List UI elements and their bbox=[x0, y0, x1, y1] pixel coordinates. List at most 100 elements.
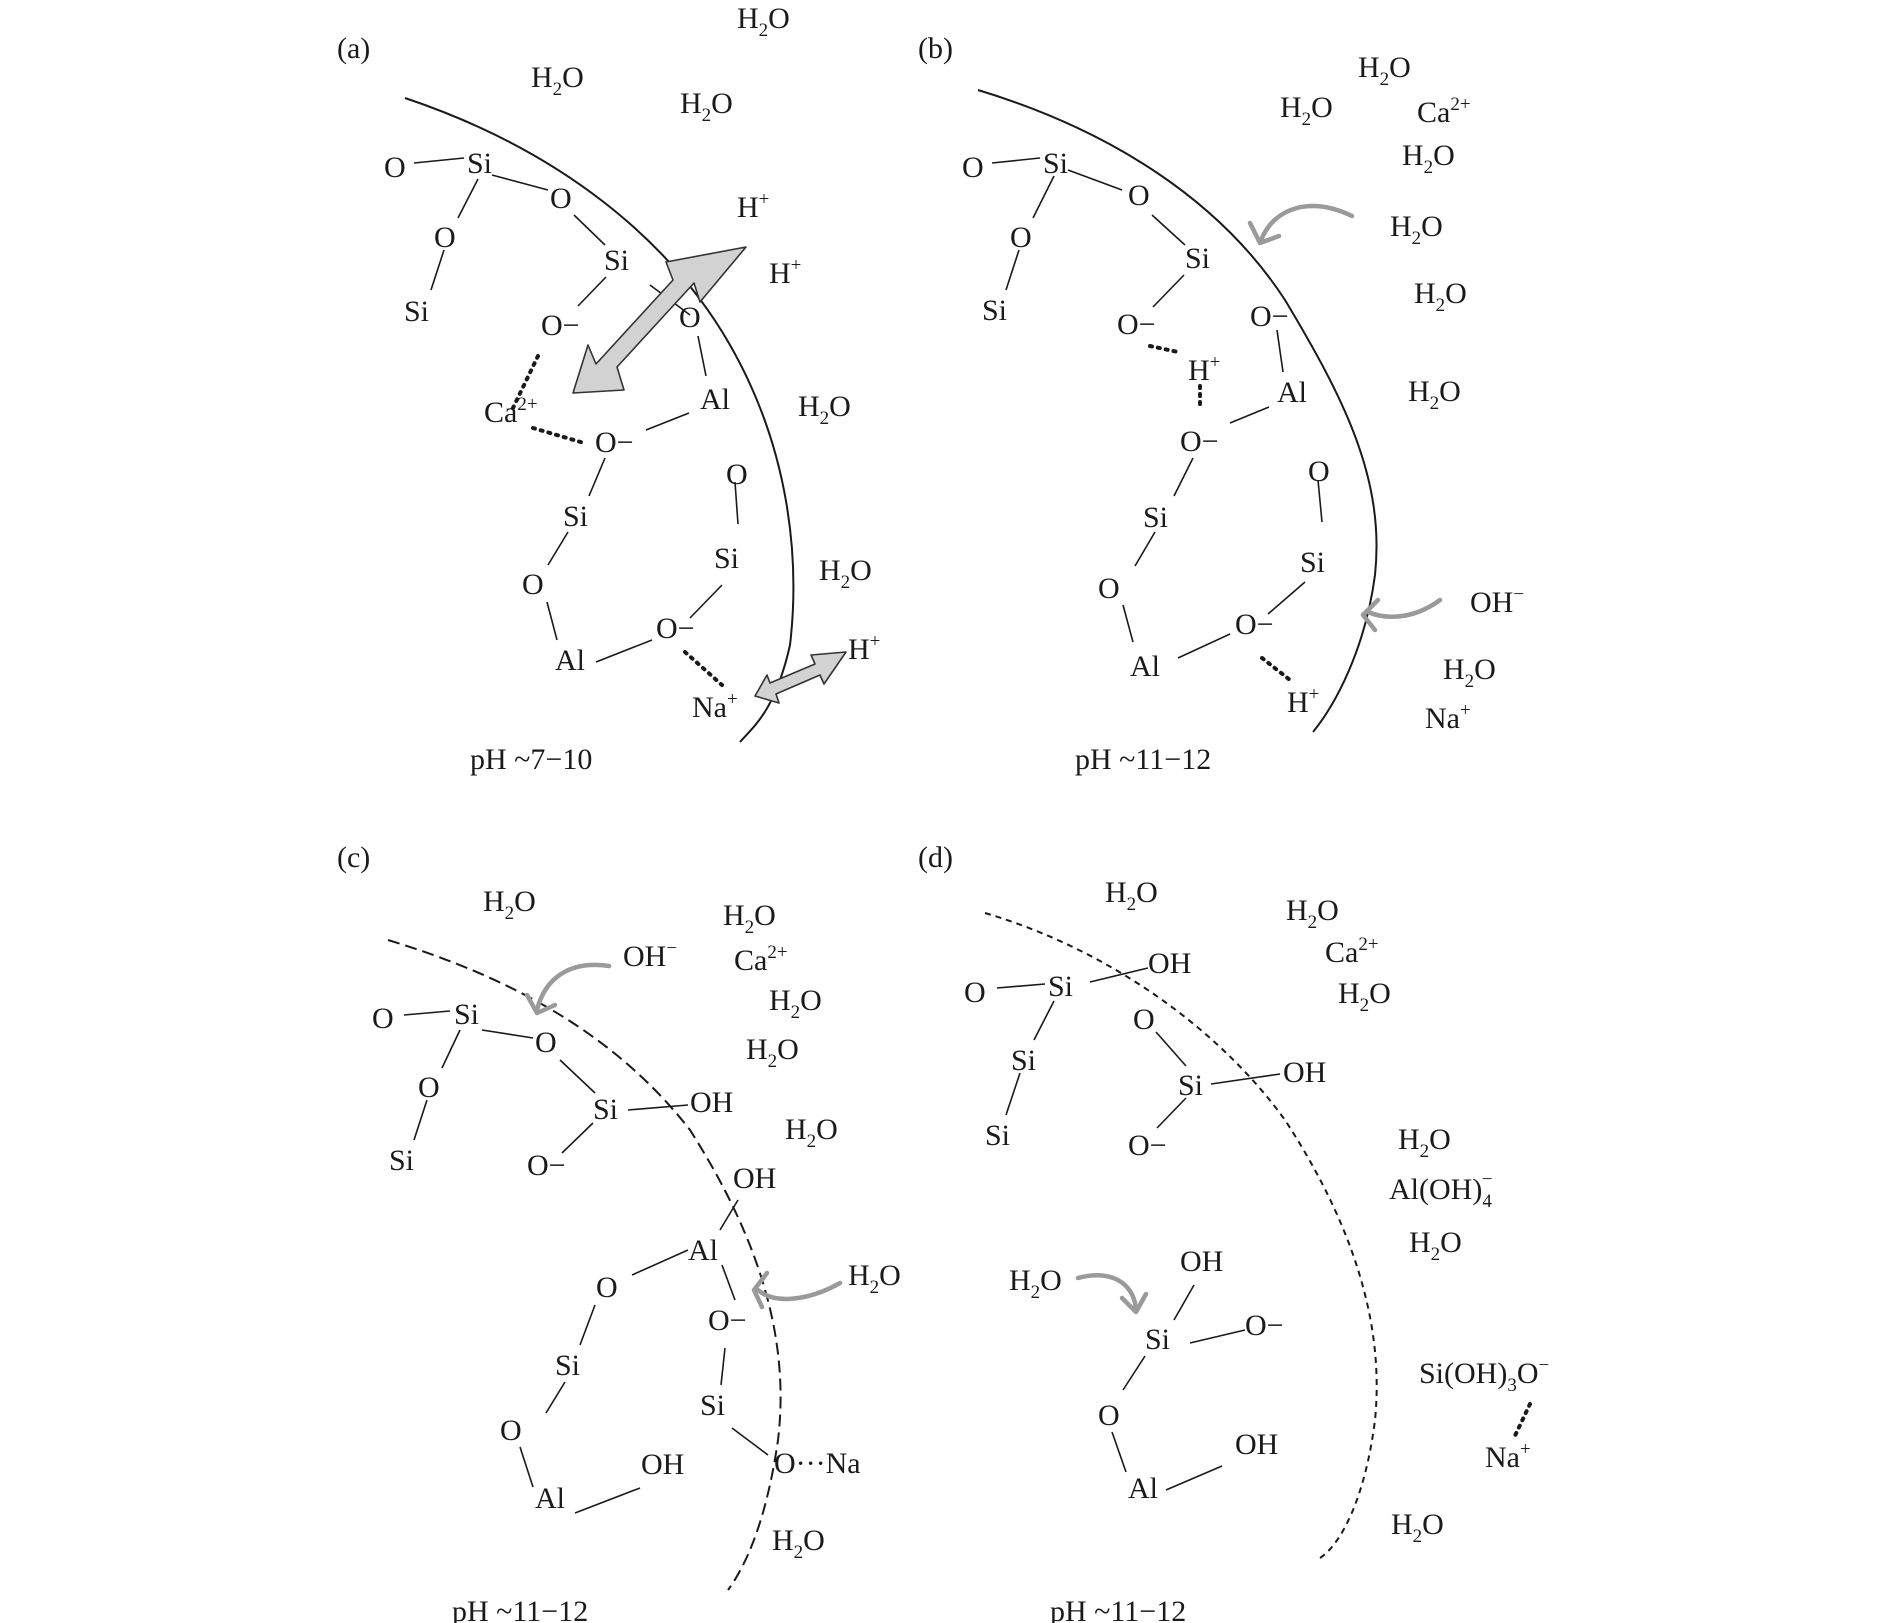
panel-b-atom: O bbox=[962, 151, 984, 184]
panel-d-atom: O bbox=[1133, 1003, 1155, 1036]
panel-a-proton-exchange-arrow bbox=[754, 651, 847, 704]
panel-c-water-attack-arrowhead bbox=[751, 1270, 770, 1310]
panel-c-atoms: O Si O O Si OH Si O− OH Al O O− Si Si O … bbox=[372, 998, 861, 1515]
panel-c-water-attack-arrow bbox=[755, 1280, 843, 1302]
panel-b-atom: O− bbox=[1180, 425, 1219, 458]
panel-c-atom: O− bbox=[708, 1304, 747, 1337]
panel-b-atom: O− bbox=[1250, 300, 1289, 333]
panel-a-water: H2O bbox=[680, 87, 733, 126]
panel-c-atom: O bbox=[372, 1002, 394, 1035]
panel-d-atom: Si bbox=[1178, 1069, 1203, 1102]
panel-b-atom: O− bbox=[1235, 608, 1274, 641]
panel-a-atom: O bbox=[550, 182, 572, 215]
panel-a-ph: pH ~7−10 bbox=[470, 743, 592, 776]
panel-c-atom: OH bbox=[733, 1162, 776, 1195]
panel-d: (d) O Si OH O Si O Si OH bbox=[918, 841, 1549, 1623]
panel-c-atom: OH bbox=[641, 1448, 684, 1481]
panel-a-proton: H+ bbox=[848, 631, 880, 666]
panel-d-silicate: Si(OH)3O− bbox=[1419, 1355, 1549, 1396]
panel-d-atom: Si bbox=[1145, 1323, 1170, 1356]
panel-c-atom: Al bbox=[535, 1482, 565, 1515]
panel-d-water-attack-arrowhead bbox=[1119, 1291, 1149, 1315]
panel-d-water: H2O bbox=[1398, 1123, 1451, 1162]
panel-a-atom: Si bbox=[714, 542, 739, 575]
panel-b-atom: H+ bbox=[1287, 684, 1319, 719]
panel-c-water: H2O bbox=[848, 1259, 901, 1298]
panel-c-atom: O bbox=[418, 1071, 440, 1104]
panel-b-atom: O− bbox=[1117, 308, 1156, 341]
panel-a-atom: Si bbox=[467, 147, 492, 180]
panel-c-hydroxide-attack-arrow bbox=[534, 962, 612, 1013]
panel-a-water: H2O bbox=[798, 390, 851, 429]
panel-d-water: H2O bbox=[1338, 977, 1391, 1016]
panel-c-hydroxide-attack-arrowhead bbox=[524, 992, 558, 1016]
panel-c-atom: O bbox=[500, 1414, 522, 1447]
panel-c-water: H2O bbox=[772, 1524, 825, 1563]
panel-b-atom: O bbox=[1010, 221, 1032, 254]
panel-d-bonds bbox=[996, 967, 1532, 1491]
panel-d-label: (d) bbox=[918, 841, 953, 874]
panel-c-water: H2O bbox=[769, 984, 822, 1023]
panel-a-surface-boundary bbox=[404, 97, 795, 743]
panel-b-water-attack-arrow bbox=[1259, 203, 1355, 241]
panel-c-ph: pH ~11−12 bbox=[452, 1595, 588, 1623]
panel-b-sodium: Na+ bbox=[1425, 700, 1471, 735]
panel-d-water: H2O bbox=[1286, 894, 1339, 933]
panel-a-atom: O bbox=[434, 221, 456, 254]
panel-a-atom: O bbox=[726, 458, 748, 491]
panel-d-water: H2O bbox=[1391, 1508, 1444, 1547]
panel-d-calcium: Ca2+ bbox=[1325, 934, 1379, 969]
panel-a-bonds bbox=[413, 157, 739, 687]
panel-b-atom: Si bbox=[1143, 501, 1168, 534]
panel-b-water: H2O bbox=[1390, 210, 1443, 249]
panel-b-atom: Si bbox=[1043, 147, 1068, 180]
panel-b-water: H2O bbox=[1358, 51, 1411, 90]
panel-b-water: H2O bbox=[1443, 653, 1496, 692]
panel-b-water: H2O bbox=[1414, 277, 1467, 316]
panel-a-atom: Si bbox=[563, 500, 588, 533]
panel-d-atom: Si bbox=[1048, 970, 1073, 1003]
panel-a-solution-species: H2O H2O H2O H+ H+ H2O H2O H+ bbox=[531, 2, 880, 666]
panel-c-surface-boundary bbox=[387, 939, 782, 1591]
panel-b-water: H2O bbox=[1408, 375, 1461, 414]
panel-b-atom: Al bbox=[1277, 376, 1307, 409]
panel-b-hydroxide: OH− bbox=[1470, 584, 1524, 619]
panel-b-atom: Si bbox=[982, 294, 1007, 327]
panel-b-bonds bbox=[991, 157, 1323, 682]
panel-c-atom: Si bbox=[700, 1389, 725, 1422]
panel-a-water: H2O bbox=[531, 61, 584, 100]
panel-c: (c) O Si O O S bbox=[337, 841, 901, 1623]
panel-d-ph: pH ~11−12 bbox=[1050, 1595, 1186, 1623]
panel-c-atom: O− bbox=[527, 1149, 566, 1182]
panel-b-water: H2O bbox=[1280, 91, 1333, 130]
panel-d-atom: O bbox=[964, 976, 986, 1009]
panel-b-atom: O bbox=[1308, 455, 1330, 488]
panel-a-atom: Na+ bbox=[692, 689, 738, 724]
panel-d-water: H2O bbox=[1009, 1264, 1062, 1303]
panel-a-atom: Ca2+ bbox=[484, 394, 538, 429]
panel-a-atom: O bbox=[522, 568, 544, 601]
panel-a-label: (a) bbox=[337, 32, 370, 65]
panel-b-atom: Si bbox=[1185, 242, 1210, 275]
panel-c-water: H2O bbox=[723, 899, 776, 938]
panel-d-atom: Si bbox=[985, 1119, 1010, 1152]
panel-c-water: H2O bbox=[785, 1113, 838, 1152]
panel-d-atom: O− bbox=[1245, 1309, 1284, 1342]
panel-b-water: H2O bbox=[1402, 139, 1455, 178]
panel-d-water: H2O bbox=[1105, 876, 1158, 915]
panel-d-atoms: O Si OH O Si O Si OH O− H2O OH Si O− O A… bbox=[964, 947, 1326, 1505]
panel-c-water: H2O bbox=[483, 885, 536, 924]
panel-b-surface-boundary bbox=[977, 89, 1378, 733]
panel-d-atom: Al bbox=[1128, 1472, 1158, 1505]
panel-d-atom: OH bbox=[1180, 1245, 1223, 1278]
panel-b-atoms: O Si O O Si Si O− O− H+ Al O− O Si Si O … bbox=[962, 147, 1330, 719]
panel-a-atom: Si bbox=[604, 244, 629, 277]
panel-d-atom: OH bbox=[1148, 947, 1191, 980]
panel-a-atom: O− bbox=[541, 309, 580, 342]
panel-a-water: H2O bbox=[819, 554, 872, 593]
panel-d-surface-boundary bbox=[984, 912, 1378, 1559]
panel-b-solution-species: H2O H2O Ca2+ H2O H2O H2O H2O OH− H2O Na+ bbox=[1280, 51, 1524, 735]
panel-b: (b) O Si O bbox=[918, 32, 1524, 776]
panel-b-hydroxide-attack-arrow bbox=[1365, 597, 1443, 619]
panel-c-calcium: Ca2+ bbox=[734, 942, 788, 977]
